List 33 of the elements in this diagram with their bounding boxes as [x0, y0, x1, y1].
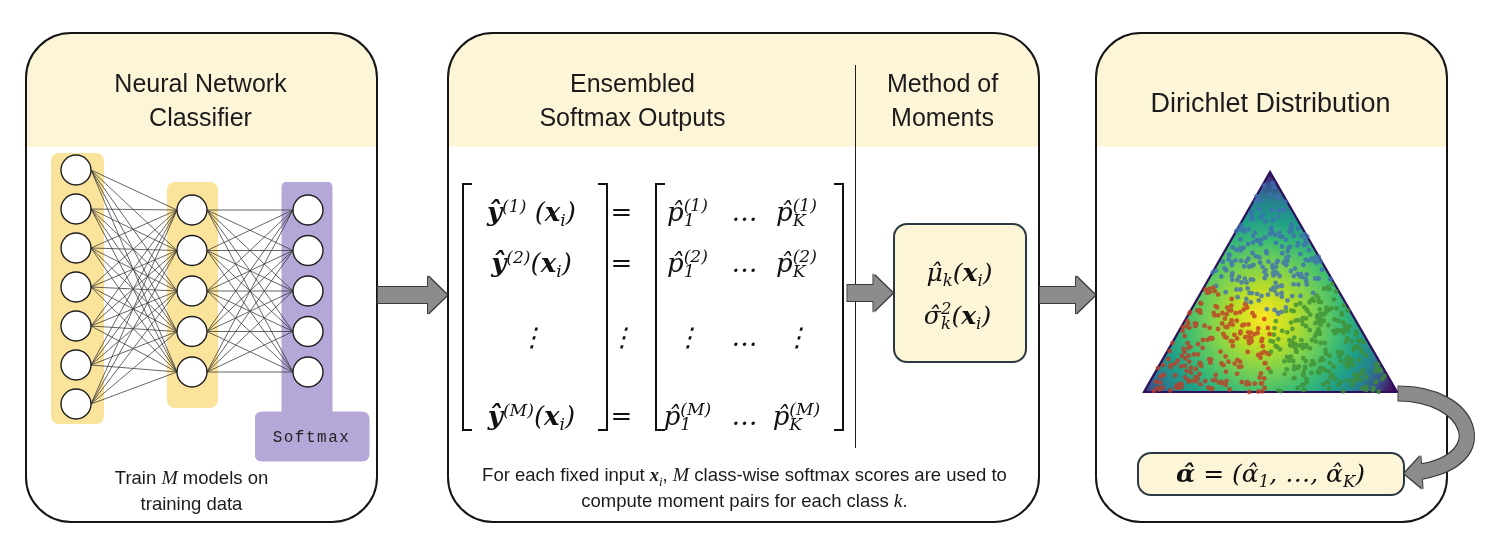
ellipsis: ⋮: [608, 320, 635, 354]
block-arrow: [378, 276, 447, 314]
ellipsis: …: [731, 195, 758, 229]
description: For each fixed input x$_{i}$, M class-wise softmax scores are used to compute moment pairs for each class k.: [481, 462, 1008, 513]
ellipsis: ⋮: [674, 320, 701, 354]
ellipsis: …: [731, 399, 758, 433]
panel-title: Neural Network Classifier: [113, 67, 288, 133]
process-panel: [25, 32, 378, 523]
equals-sign: =: [610, 399, 633, 433]
vector-entry: ŷ$^{(2)}$(x$_{i}$): [491, 245, 572, 280]
ellipsis: …: [731, 246, 758, 280]
equals-sign: =: [610, 195, 633, 229]
formula: σ̂$_{k}$$^{2}$(x$_{i}$): [923, 298, 992, 333]
equals-sign: =: [610, 246, 633, 280]
formula-box: [892, 222, 1027, 363]
formula: α̂ = (α̂$_{1}$, …, α̂$_{K}$): [1176, 457, 1365, 491]
ellipsis: ⋮: [518, 320, 545, 354]
vector-entry: ŷ$^{(M)}$(x$_{i}$): [487, 398, 576, 433]
process-panel: [447, 32, 1040, 523]
panel-title: Dirichlet Distribution: [1150, 86, 1391, 120]
section-title: Method of Moments: [885, 67, 1000, 133]
ellipsis: …: [731, 320, 758, 354]
block-arrow: [847, 274, 893, 312]
block-arrow: [1040, 276, 1095, 314]
panel-title: Ensembled Softmax Outputs: [538, 67, 727, 133]
layer-label: Softmax: [272, 429, 351, 446]
triangle-density-drawing: [1142, 169, 1399, 394]
formula-box: [1136, 451, 1405, 496]
formula: μ̂$_{k}$(x$_{i}$): [926, 256, 993, 290]
vector-entry: ŷ$^{(1)}$ (x$_{i}$): [487, 194, 576, 229]
process-panel: [1095, 32, 1448, 523]
description: Train M models on training data: [113, 465, 270, 516]
ellipsis: ⋮: [783, 320, 810, 354]
